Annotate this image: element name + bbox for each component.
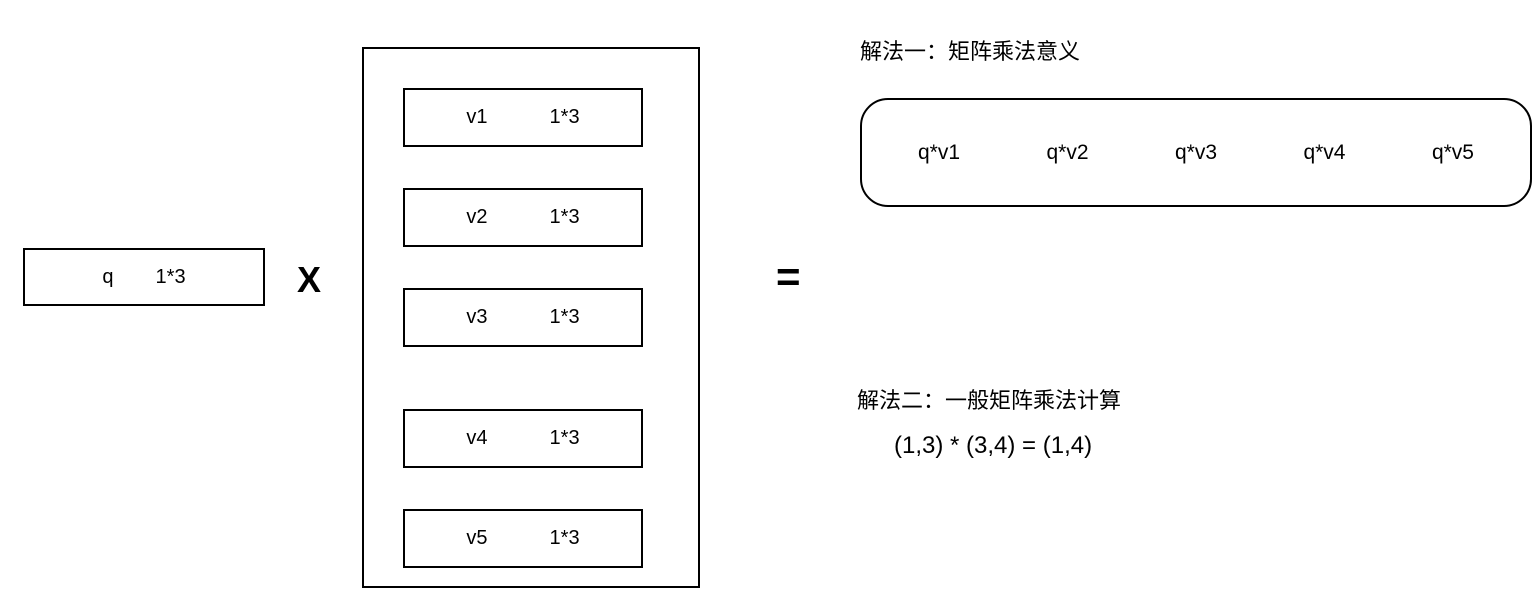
result-qv4: q*v4 [1303,140,1346,164]
equals-operator: = [776,253,801,300]
v2-matrix-name: v2 [466,206,488,228]
multiply-operator: X [297,259,322,300]
v5-matrix-dims: 1*3 [549,527,580,549]
solution1-title: 解法一：矩阵乘法意义 [860,39,1081,64]
v4-matrix-name: v4 [466,427,488,449]
v5-matrix-box: v5 1*3 [403,509,643,568]
result-qv3: q*v3 [1174,140,1217,164]
result-qv1: q*v1 [918,140,961,164]
v-matrix-container: v1 1*3 v2 1*3 v3 1*3 v4 1*3 v5 1*3 [362,47,700,588]
v4-matrix-dims: 1*3 [549,427,580,449]
v1-matrix-name: v1 [466,106,488,128]
v3-matrix-dims: 1*3 [549,306,580,328]
result-qv5: q*v5 [1431,140,1474,164]
v5-matrix-name: v5 [466,527,488,549]
q-matrix-dims: 1*3 [155,265,186,288]
solution2-formula: (1,3) * (3,4) = (1,4) [894,432,1093,459]
q-matrix-box: q 1*3 [23,248,265,306]
v4-matrix-box: v4 1*3 [403,409,643,468]
v3-matrix-name: v3 [466,306,488,328]
v1-matrix-box: v1 1*3 [403,88,643,147]
v3-matrix-box: v3 1*3 [403,288,643,347]
result-qv2: q*v2 [1046,140,1089,164]
v2-matrix-box: v2 1*3 [403,188,643,247]
v2-matrix-dims: 1*3 [549,206,580,228]
q-matrix-name: q [102,265,114,288]
solution1-result-box: q*v1 q*v2 q*v3 q*v4 q*v5 [860,98,1532,207]
solution2-title: 解法二：一般矩阵乘法计算 [857,388,1122,413]
v1-matrix-dims: 1*3 [549,106,580,128]
